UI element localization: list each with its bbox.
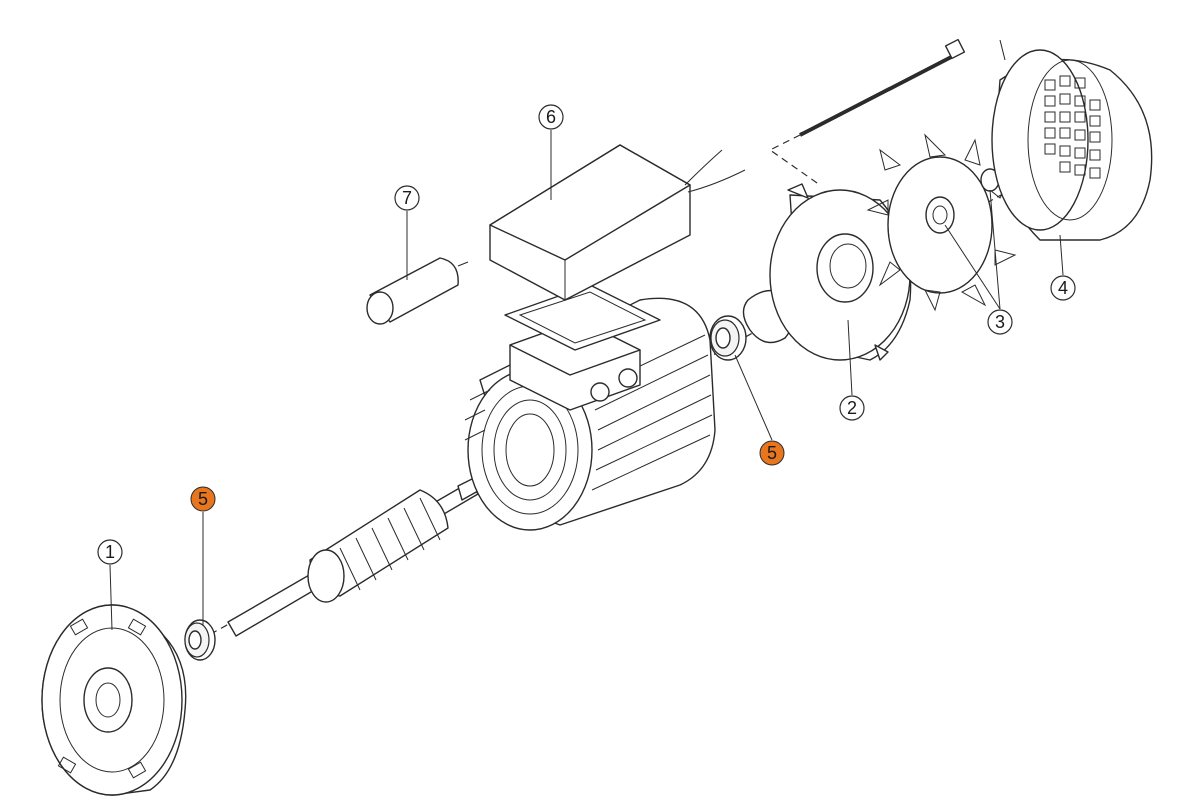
callout-1: 1 <box>97 539 123 565</box>
callout-5b-label: 5 <box>767 443 777 463</box>
callout-7-label: 7 <box>402 188 412 208</box>
callout-4: 4 <box>1050 275 1076 301</box>
callout-7: 7 <box>394 185 420 211</box>
callout-5a-label: 5 <box>198 489 208 509</box>
capacitor <box>366 257 469 325</box>
callout-3: 3 <box>987 309 1013 335</box>
rear-end-shield <box>769 183 912 361</box>
cooling-fan <box>866 133 1017 312</box>
stator-housing <box>464 284 716 531</box>
rotor-shaft <box>227 469 495 637</box>
callout-2: 2 <box>839 395 865 421</box>
fan-cover <box>991 39 1153 241</box>
callout-1-label: 1 <box>105 542 115 562</box>
callout-3-label: 3 <box>995 312 1005 332</box>
callout-2-label: 2 <box>847 398 857 418</box>
front-bearing <box>184 619 216 661</box>
leader-lines <box>109 130 1064 631</box>
callout-6: 6 <box>538 104 564 130</box>
callout-4-label: 4 <box>1058 278 1068 298</box>
callout-6-label: 6 <box>546 107 556 127</box>
rear-bearing <box>709 315 747 361</box>
callout-5b: 5 <box>759 440 785 466</box>
callout-5a: 5 <box>190 486 216 512</box>
front-flange <box>41 604 187 796</box>
tie-rod <box>799 38 966 137</box>
terminal-box-cover <box>489 144 746 301</box>
